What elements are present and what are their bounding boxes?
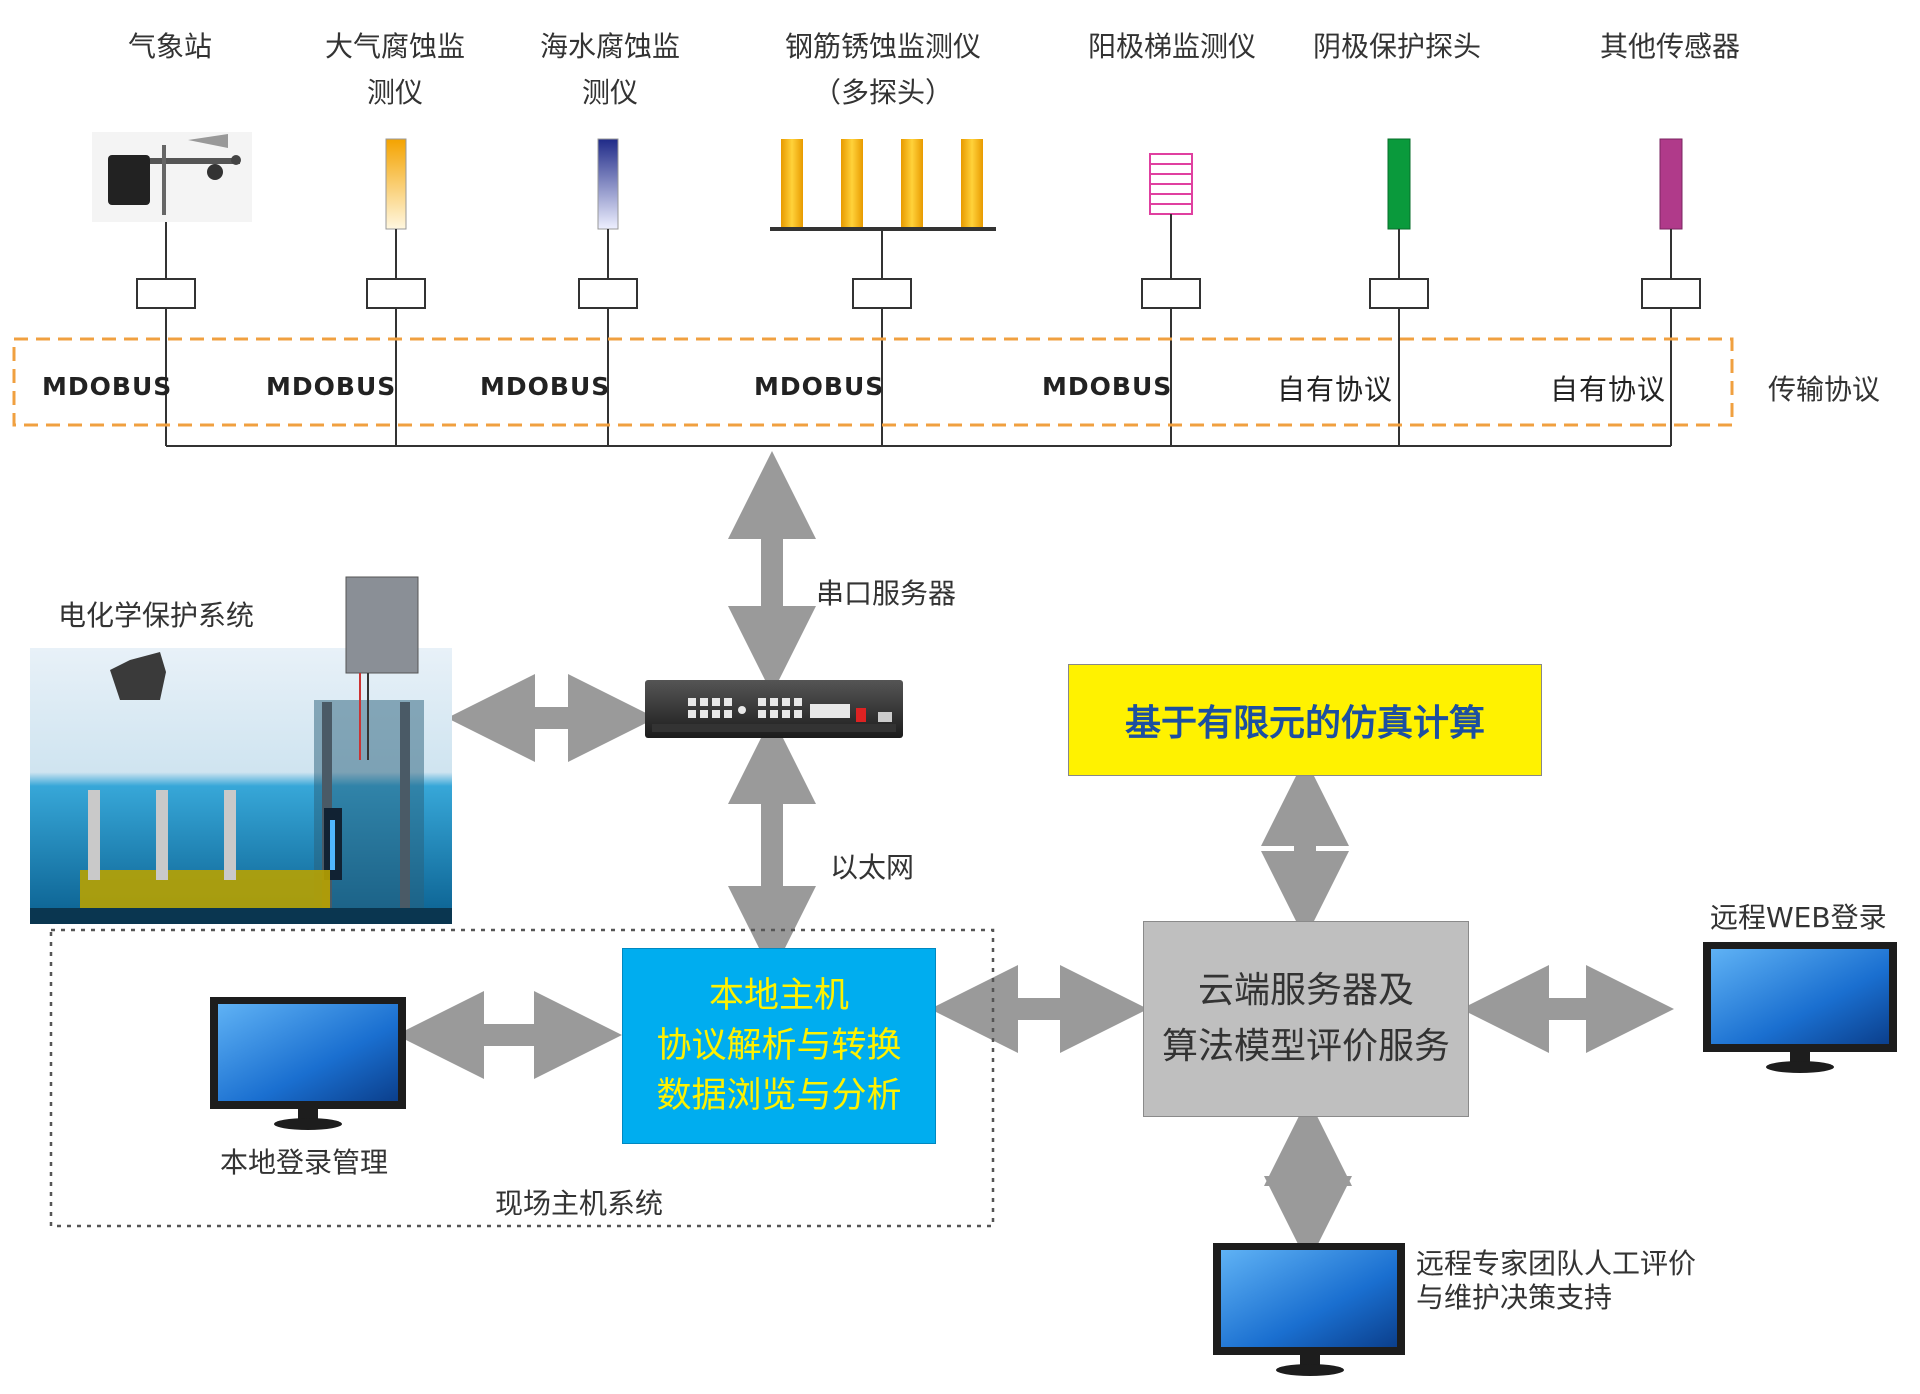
local-host-line: 数据浏览与分析 xyxy=(656,1076,902,1116)
offshore-platform-illustration xyxy=(30,576,452,924)
sensor-label-seawater: 海水腐蚀监测仪 xyxy=(539,30,680,109)
sensor-label-cathode: 阴极保护探头 xyxy=(1312,30,1481,63)
expert-support-note: 远程专家团队人工评价 与维护决策支持 xyxy=(1416,1247,1697,1314)
sensor-label-anode-ladder: 阳极梯监测仪 xyxy=(1087,30,1256,63)
cloud-server-line: 算法模型评价服务 xyxy=(1161,1026,1450,1067)
local-monitor-icon xyxy=(210,997,406,1130)
local-host-box: 本地主机 协议解析与转换 数据浏览与分析 xyxy=(622,948,936,1144)
remote-web-label: 远程WEB登录 xyxy=(1710,901,1887,934)
protocol-region xyxy=(12,337,1734,427)
rebar-probe-array-icon xyxy=(770,139,996,231)
serial-server-label: 串口服务器 xyxy=(816,577,957,610)
atmospheric-probe-icon xyxy=(385,138,407,230)
serial-server-switch-icon xyxy=(645,680,903,738)
protocol-label: MDOBUS xyxy=(1042,372,1173,401)
sensor-label-rebar: 钢筋锈蚀监测仪（多探头） xyxy=(784,30,981,109)
fem-simulation-box: 基于有限元的仿真计算 xyxy=(1068,664,1542,776)
sensor-label-other: 其他传感器 xyxy=(1599,30,1740,63)
protocol-label: 自有协议 xyxy=(1277,373,1394,406)
protocol-label: MDOBUS xyxy=(480,372,611,401)
local-host-line: 本地主机 xyxy=(708,976,849,1016)
site-host-system-label: 现场主机系统 xyxy=(495,1187,664,1220)
protocol-group-label: 传输协议 xyxy=(1768,373,1881,406)
anode-ladder-icon xyxy=(1149,153,1193,215)
local-login-label: 本地登录管理 xyxy=(220,1146,389,1179)
arrows xyxy=(396,451,1674,1264)
weather-station-icon xyxy=(92,132,252,222)
protocol-label: MDOBUS xyxy=(42,372,173,401)
cloud-server-line: 云端服务器及 xyxy=(1197,970,1414,1011)
ethernet-label: 以太网 xyxy=(830,851,915,884)
seawater-probe-icon xyxy=(597,138,619,230)
cathode-probe-icon xyxy=(1387,138,1411,230)
other-sensor-icon xyxy=(1659,138,1683,230)
cloud-server-box: 云端服务器及 算法模型评价服务 xyxy=(1143,921,1469,1117)
sensor-connectors xyxy=(136,214,1701,446)
local-host-line: 协议解析与转换 xyxy=(656,1026,902,1066)
remote-web-monitor-icon xyxy=(1703,942,1897,1073)
protocol-label: MDOBUS xyxy=(266,372,397,401)
protocol-label: 自有协议 xyxy=(1550,373,1667,406)
sensor-label-weather-station: 气象站 xyxy=(127,30,212,63)
protocol-label: MDOBUS xyxy=(754,372,885,401)
site-host-frame xyxy=(49,928,995,1228)
sensor-label-atmospheric: 大气腐蚀监测仪 xyxy=(324,30,465,109)
electrochem-system-label: 电化学保护系统 xyxy=(58,599,255,632)
expert-monitor-icon xyxy=(1213,1243,1405,1376)
fem-simulation-text: 基于有限元的仿真计算 xyxy=(1124,703,1485,744)
